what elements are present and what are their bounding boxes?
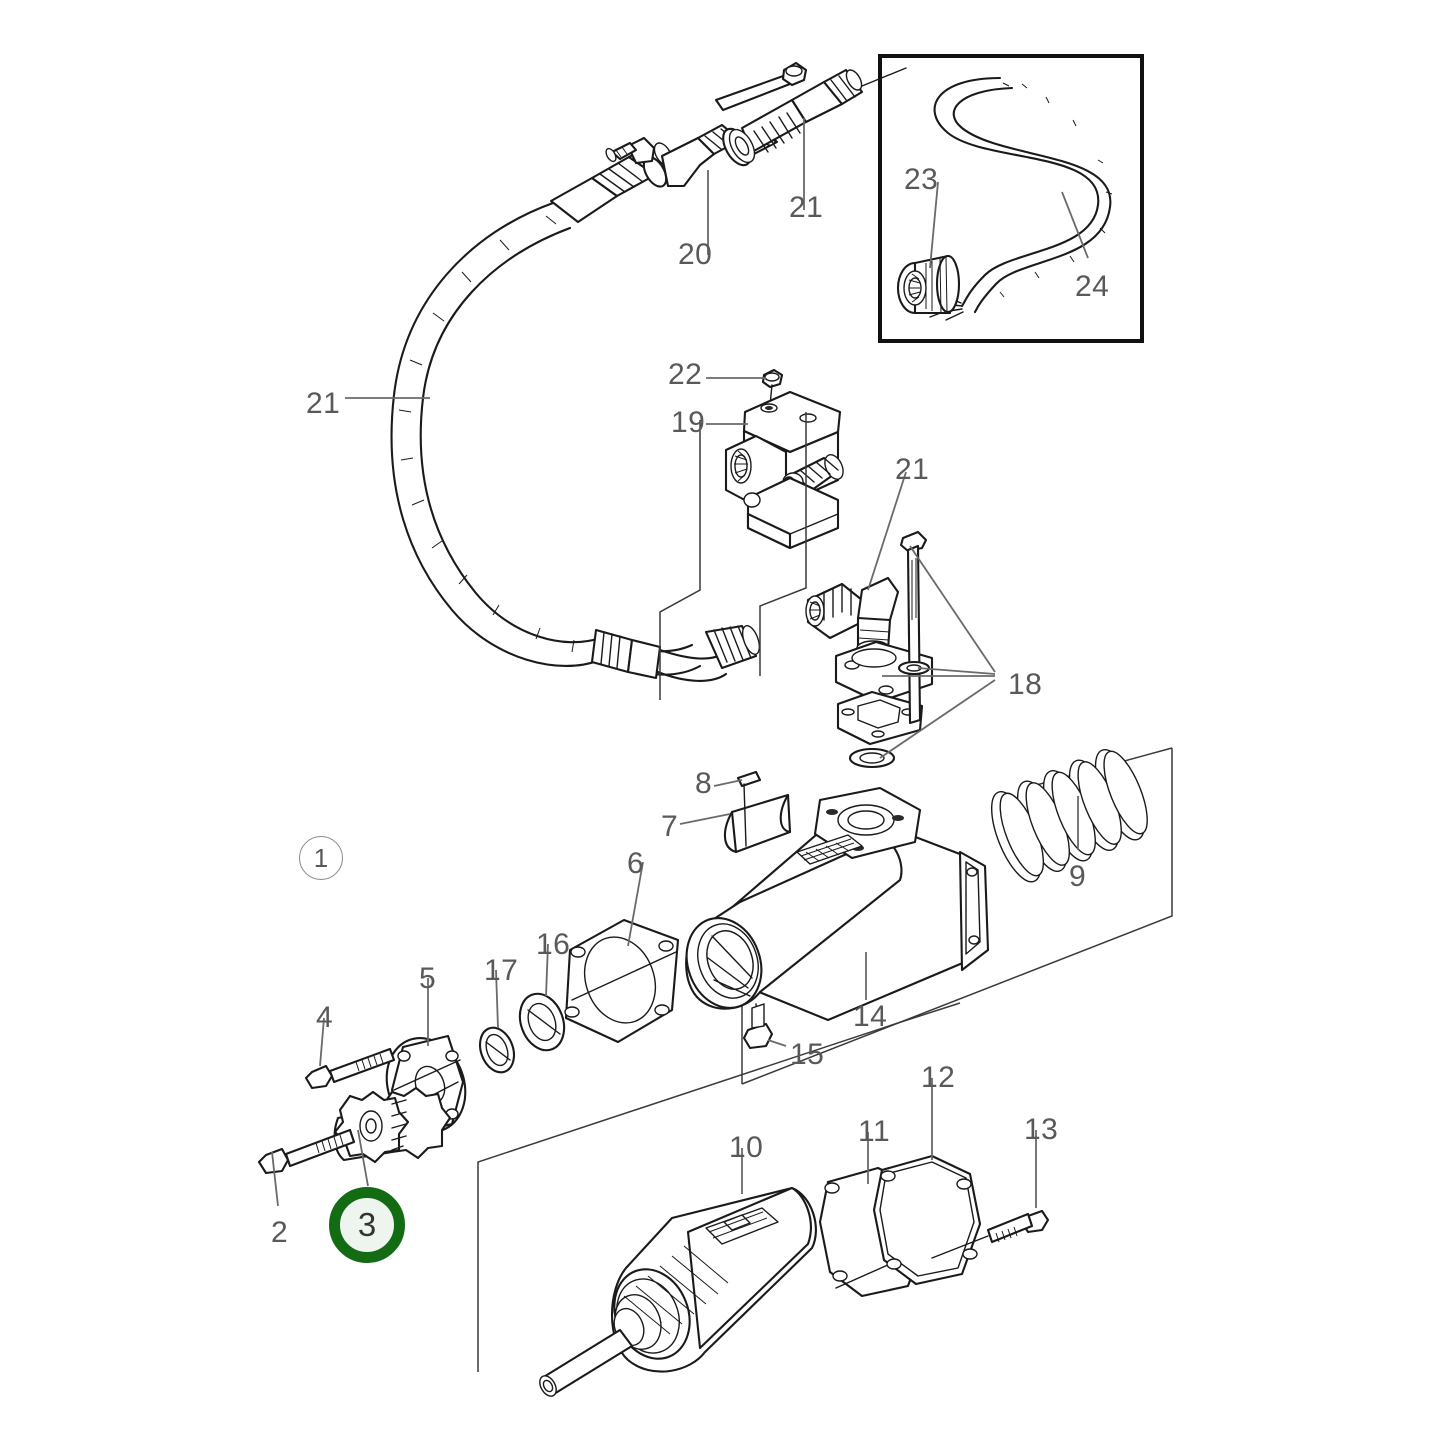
callout-16[interactable]: 16: [536, 928, 571, 961]
hose-fitting-left: [549, 142, 678, 224]
motor-cover-group: [818, 1154, 1050, 1298]
cable-connector-23: [896, 254, 961, 315]
callout-21a[interactable]: 21: [306, 387, 341, 420]
quick-coupler-21: [714, 61, 907, 167]
callout-20[interactable]: 20: [678, 238, 713, 271]
callout-5[interactable]: 5: [419, 962, 437, 995]
electric-motor-10: [539, 1186, 817, 1397]
gasket-flange-plate-6: [564, 918, 680, 1044]
callout-24[interactable]: 24: [1075, 270, 1110, 303]
inset-box-frame: [878, 54, 1144, 343]
callout-12[interactable]: 12: [921, 1061, 956, 1094]
callout-22[interactable]: 22: [668, 358, 703, 391]
callout-7[interactable]: 7: [661, 810, 679, 843]
elbow-and-flange-group: [805, 530, 934, 769]
hose-fitting-bottom: [590, 624, 761, 682]
callout-13[interactable]: 13: [1024, 1113, 1059, 1146]
coil-spring-9: [990, 749, 1148, 883]
callout-19[interactable]: 19: [671, 406, 706, 439]
callout-4[interactable]: 4: [316, 1001, 334, 1034]
callout-10[interactable]: 10: [729, 1131, 764, 1164]
callout-15[interactable]: 15: [790, 1038, 825, 1071]
callout-1[interactable]: 1: [299, 836, 343, 880]
leader-lines: [271, 118, 1089, 1208]
bolts-2-and-4: [257, 1047, 396, 1175]
callout-21b[interactable]: 21: [789, 191, 824, 224]
callout-3[interactable]: 3: [329, 1187, 405, 1263]
hose-assembly-top: [390, 61, 907, 682]
callout-18[interactable]: 18: [1008, 668, 1043, 701]
callout-11[interactable]: 11: [858, 1115, 891, 1148]
callout-14[interactable]: 14: [853, 1000, 888, 1033]
callout-21c[interactable]: 21: [895, 453, 930, 486]
callout-8[interactable]: 8: [695, 767, 713, 800]
callout-9[interactable]: 9: [1069, 860, 1087, 893]
callout-6[interactable]: 6: [627, 847, 645, 880]
pinion-gear-3: [333, 1086, 452, 1164]
callout-2[interactable]: 2: [271, 1216, 289, 1249]
curved-shield-7: [723, 770, 792, 854]
seal-rings: [478, 992, 566, 1074]
cylinder-housing-14: [685, 786, 990, 1050]
callout-23[interactable]: 23: [904, 163, 939, 196]
callout-17[interactable]: 17: [484, 954, 519, 987]
control-valve-block-19: [724, 368, 844, 550]
